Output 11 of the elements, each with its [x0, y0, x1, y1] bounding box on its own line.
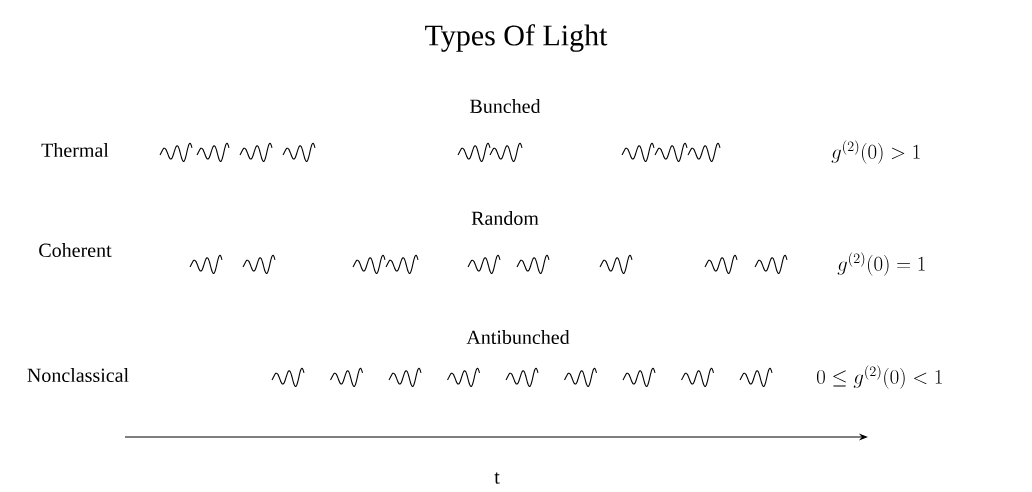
- row-label: Thermal: [41, 142, 109, 158]
- axis-label: t: [494, 472, 500, 484]
- formula: $0 \leq g^{(2)}(0) < 1$: [817, 365, 942, 389]
- title: Types Of Light: [425, 24, 608, 52]
- formula: $g^{(2)}(0) = 1$: [837, 252, 925, 276]
- row-label: Nonclassical: [27, 367, 129, 383]
- pattern-label: Antibunched: [466, 329, 570, 345]
- pattern-label: Bunched: [470, 98, 541, 114]
- pattern-label: Random: [471, 210, 539, 226]
- formula: $g^{(2)}(0) > 1$: [831, 140, 920, 164]
- row-label: Coherent: [39, 242, 112, 258]
